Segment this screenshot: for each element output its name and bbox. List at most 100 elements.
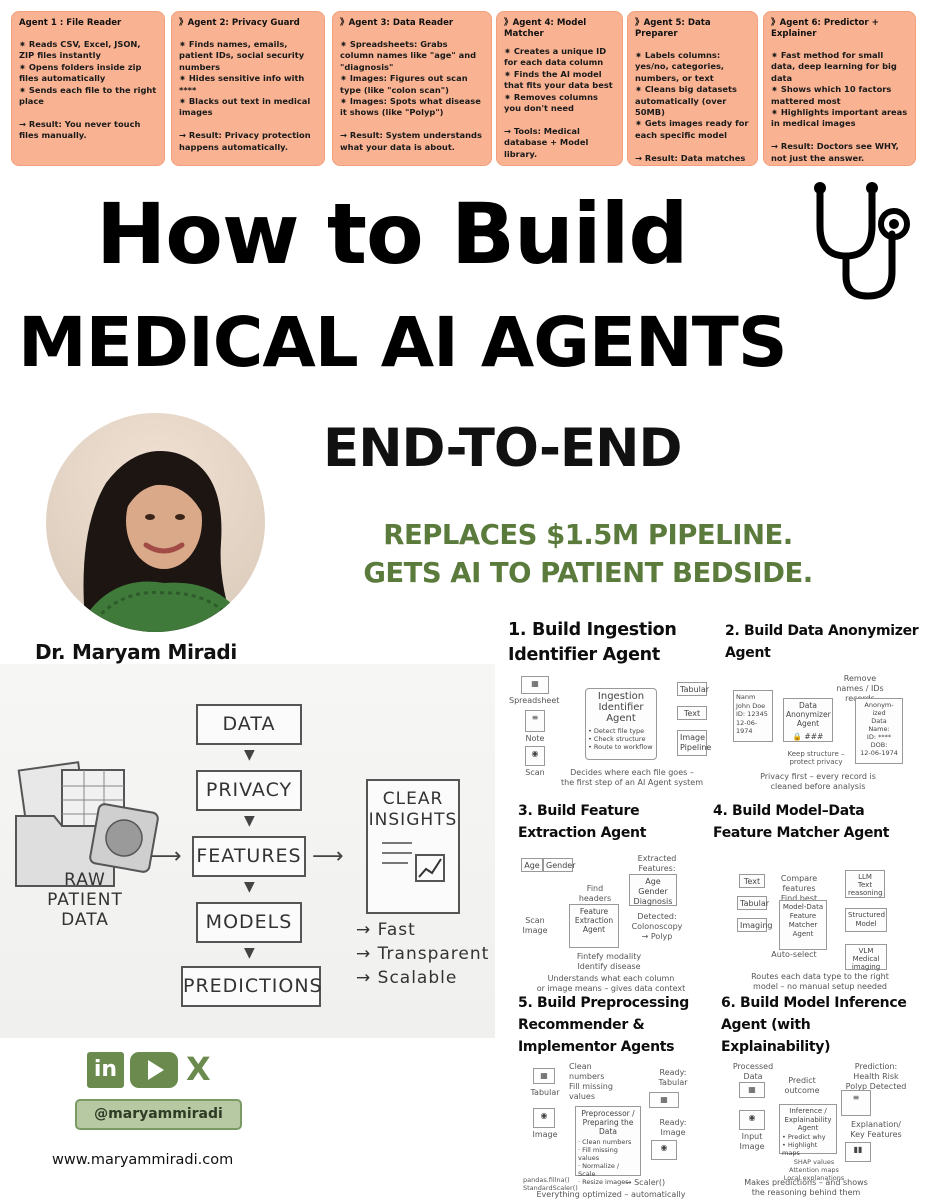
- youtube-icon[interactable]: [130, 1052, 178, 1088]
- label: Age Gender Diagnosis: [629, 874, 677, 906]
- label: Clean numbers Fill missing values: [569, 1062, 613, 1101]
- label: Auto-select: [771, 950, 817, 959]
- label: Text: [677, 706, 707, 720]
- pipeline-sketch: RAW PATIENT DATA ⟶ DATA ▼ PRIVACY ▼ FEAT…: [0, 664, 495, 1038]
- agent-card-file-reader: Agent 1 : File Reader ✷ Reads CSV, Excel…: [11, 11, 165, 166]
- label: Tabular: [530, 1088, 560, 1097]
- label: Structured Model: [845, 908, 887, 932]
- label: Ingestion Identifier Agent: [597, 691, 645, 724]
- label: Scan Image: [522, 916, 548, 935]
- label: · Clean numbers · Fill missing values · …: [578, 1138, 632, 1186]
- label: LLM Text reasoning: [845, 870, 885, 898]
- tagline-line-1: REPLACES $1.5M PIPELINE.: [383, 519, 793, 551]
- report-icon: ≡: [841, 1090, 871, 1116]
- x-icon[interactable]: X: [186, 1050, 211, 1088]
- stage-predictions: PREDICTIONS: [181, 966, 322, 1007]
- label: Data Anonymizer Agent: [786, 701, 831, 728]
- insights-label: CLEAR INSIGHTS: [368, 789, 458, 830]
- label: Note: [525, 734, 545, 743]
- website-link[interactable]: www.maryammiradi.com: [52, 1152, 234, 1168]
- step-1-title: 1. Build Ingestion Identifier Agent: [508, 620, 677, 665]
- stethoscope-icon: [814, 182, 910, 300]
- benefit-list: → Fast → Transparent → Scalable: [356, 918, 489, 990]
- insights-card: CLEAR INSIGHTS: [366, 779, 460, 914]
- stage-features: FEATURES: [192, 836, 306, 877]
- linkedin-icon[interactable]: in: [87, 1052, 124, 1088]
- chart-icon: [382, 842, 445, 882]
- label: Image: [532, 1130, 558, 1139]
- stage-privacy: PRIVACY: [196, 770, 302, 811]
- agent-card-body: ✷ Spreadsheets: Grabs column names like …: [340, 39, 482, 152]
- step-1-caption: Decides where each file goes – the first…: [561, 768, 703, 787]
- label: Nanm John Doe ID: 12345 12-06-1974: [733, 690, 773, 742]
- arrow-down-icon: ▼: [244, 747, 255, 763]
- benefit-fast: → Fast: [356, 920, 416, 940]
- files-icon: [15, 761, 159, 887]
- stage-models: MODELS: [196, 902, 302, 943]
- headline-line-2: MEDICAL AI AGENTS: [18, 303, 788, 383]
- spreadsheet-icon: ▦: [521, 676, 549, 694]
- label: VLM Medical imaging: [845, 944, 887, 971]
- arrow-down-icon: ▼: [244, 879, 255, 895]
- label: Tabular: [737, 896, 769, 910]
- agent-card-body: ✷ Creates a unique ID for each data colu…: [504, 46, 613, 159]
- step-2-title: 2. Build Data Anonymizer Agent: [725, 623, 919, 661]
- headline-line-1: How to Build: [96, 185, 689, 283]
- step-4-caption: Routes each data type to the right model…: [751, 972, 889, 991]
- anonymizer-box: Data Anonymizer Agent 🔒 ###: [783, 698, 833, 742]
- label: Predict outcome: [784, 1076, 820, 1095]
- raw-data-label: RAW PATIENT DATA: [47, 870, 123, 930]
- label: Find headers: [578, 884, 612, 903]
- label: Gender: [543, 858, 575, 872]
- image-icon: ◉: [651, 1140, 677, 1160]
- label: Anonym- ized Data Name: ID: **** DOB: 12…: [855, 698, 903, 764]
- label: Detected: Colonoscopy → Polyp: [631, 912, 683, 941]
- ingestion-agent-box: Ingestion Identifier Agent • Detect file…: [585, 688, 657, 760]
- lock-icon: 🔒 ###: [792, 732, 824, 741]
- author-name: Dr. Maryam Miradi: [35, 640, 237, 664]
- agent-card-data-preparer: 》Agent 5: Data Preparer ✷ Labels columns…: [627, 11, 758, 166]
- tagline-line-2: GETS AI TO PATIENT BEDSIDE.: [363, 557, 813, 589]
- label: Model-Data Feature Matcher Agent: [779, 900, 827, 950]
- label: Ready: Image: [659, 1118, 687, 1137]
- label: Age: [521, 858, 543, 872]
- agent-card-title: 》Agent 3: Data Reader: [340, 18, 454, 28]
- step-3-caption: Understands what each column or image me…: [536, 974, 686, 993]
- agent-card-body: ✷ Fast method for small data, deep learn…: [771, 50, 908, 163]
- label: Extracted Features:: [637, 854, 677, 873]
- agent-card-predictor-explainer: 》Agent 6: Predictor + Explainer ✷ Fast m…: [763, 11, 916, 166]
- steps-grid: 1. Build Ingestion Identifier Agent ▦ Sp…: [495, 612, 927, 1200]
- step-6-title: 6. Build Model Inference Agent (with Exp…: [721, 995, 907, 1055]
- table-icon: ▦: [739, 1082, 765, 1098]
- label: • Detect file type • Check structure • R…: [588, 727, 653, 751]
- social-handle[interactable]: @maryammiradi: [75, 1099, 242, 1130]
- label: Tabular: [677, 682, 709, 696]
- label: Text: [739, 874, 765, 888]
- label: Keep structure – protect privacy: [787, 750, 845, 766]
- label: → Scaler(): [624, 1178, 666, 1187]
- portrait-image: [76, 451, 251, 632]
- label: Explanation/ Key Features: [850, 1120, 902, 1139]
- label: SHAP values Attention maps Local explana…: [783, 1158, 845, 1182]
- agent-card-title: 》Agent 2: Privacy Guard: [179, 18, 300, 28]
- scan-icon: ◉: [525, 746, 545, 766]
- label: Scan: [525, 768, 545, 777]
- label: • Predict why • Highlight maps: [782, 1132, 826, 1157]
- label: Imaging: [737, 918, 773, 932]
- label: Preprocessor / Preparing the Data: [581, 1109, 635, 1136]
- table-icon: ▦: [533, 1068, 555, 1084]
- agent-card-body: ✷ Reads CSV, Excel, JSON, ZIP files inst…: [19, 39, 157, 141]
- label: Prediction: Health Risk Polyp Detected: [845, 1062, 907, 1091]
- agent-card-privacy-guard: 》Agent 2: Privacy Guard ✷ Finds names, e…: [171, 11, 325, 166]
- benefit-scalable: → Scalable: [356, 968, 458, 988]
- step-3-title: 3. Build Feature Extraction Agent: [518, 803, 647, 841]
- step-6-caption: Makes predictions – and shows the reason…: [744, 1178, 868, 1197]
- label: Image Pipeline: [677, 730, 711, 756]
- table-icon: ▦: [649, 1092, 679, 1108]
- agent-card-title: 》Agent 4: Model Matcher: [504, 18, 587, 39]
- headline-line-3: END-TO-END: [323, 418, 682, 479]
- label: Processed Data: [732, 1062, 774, 1081]
- agent-card-title: Agent 1 : File Reader: [19, 18, 122, 28]
- label: pandas.fillna() StandardScaler(): [523, 1176, 578, 1192]
- preprocessor-box: Preprocessor / Preparing the Data · Clea…: [575, 1106, 641, 1186]
